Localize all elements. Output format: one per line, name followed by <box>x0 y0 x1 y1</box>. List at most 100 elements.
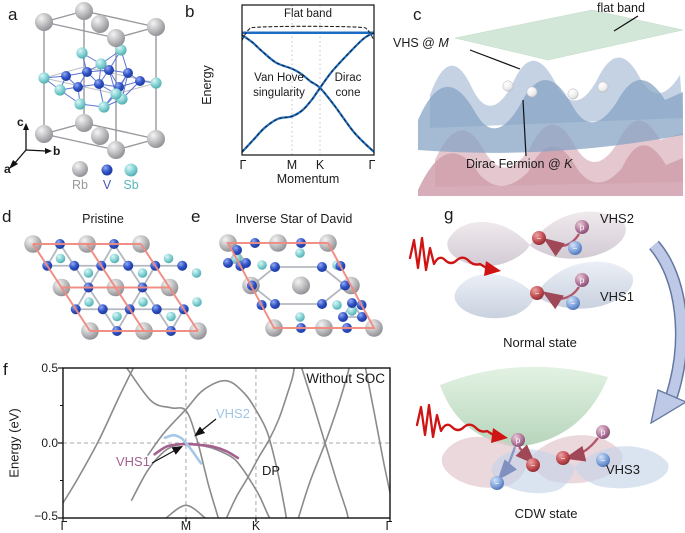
f-dp-label: DP <box>262 463 281 478</box>
sb-atom <box>150 77 162 89</box>
panel-label-f: f <box>3 360 8 379</box>
pristine-lattice-graphic <box>24 235 207 340</box>
legend-v-label: V <box>102 178 112 192</box>
g-vhs3-label: VHS3 <box>606 462 640 477</box>
series-band-7 <box>297 368 350 518</box>
vhs1-arrow <box>151 445 184 464</box>
series-band-6 <box>300 368 349 518</box>
v-atom <box>270 299 280 309</box>
dirac-point-sphere <box>526 86 538 98</box>
cdw-green-bowl <box>440 366 608 447</box>
b-xlabel: Momentum <box>276 172 340 186</box>
electron-label: − <box>573 244 578 253</box>
dirac-surface-front <box>418 145 683 196</box>
v-atom <box>338 312 348 322</box>
axis-c-label: c <box>17 115 24 129</box>
v-atom <box>317 299 327 309</box>
normal-cdw-schematic-graphic: p − − p − − p − − − p − <box>408 211 685 494</box>
f-vhs2-label: VHS2 <box>216 406 250 421</box>
legend-rb-label: Rb <box>72 178 88 192</box>
dirac-point-sphere <box>597 81 609 93</box>
sb-atom <box>192 297 202 307</box>
scatter-arrow-top <box>543 233 580 257</box>
v-atom <box>104 65 114 75</box>
c-vhs-label: VHS @ M <box>393 36 449 50</box>
sb-atom <box>76 47 88 59</box>
f-xtick-gamma2: Γ <box>385 519 393 533</box>
f-ytick-00: 0.0 <box>41 436 58 450</box>
panel-label-c: c <box>413 5 422 24</box>
v-atom <box>82 67 92 77</box>
rb-atom <box>91 15 109 33</box>
electron-label: − <box>531 461 536 470</box>
sb-atom <box>166 311 176 322</box>
rb-atom <box>75 114 93 132</box>
axis-b-label: b <box>53 144 61 158</box>
plot-frame <box>241 4 375 156</box>
saddle-vhs2-left <box>447 221 530 267</box>
v-atom <box>123 260 134 271</box>
rb-atom <box>91 127 109 145</box>
rb-atom <box>147 130 165 148</box>
b-xtick-k: K <box>315 158 325 172</box>
panel-label-e: e <box>191 207 201 226</box>
f-xtick-k: K <box>251 519 261 533</box>
photon-sphere <box>575 273 589 287</box>
axis-a-label: a <box>4 162 11 176</box>
band-structure-chart <box>58 367 391 522</box>
rb-atom <box>35 125 53 143</box>
dirac-point-sphere <box>567 88 579 100</box>
b-ylabel: Energy <box>200 65 214 105</box>
c-vhs-symbol: M <box>438 36 449 50</box>
scatter-arrow-bottom <box>542 286 580 310</box>
sb-atom <box>74 98 86 110</box>
electron-label: − <box>571 299 576 308</box>
cdw-scatter-arrow <box>564 437 599 462</box>
photon-sphere <box>511 433 525 447</box>
sb-atom <box>109 253 120 264</box>
electron-blue-sphere <box>596 453 610 467</box>
electron-blue-sphere <box>568 241 582 255</box>
v-atom <box>357 312 367 322</box>
c-dirac-prefix: Dirac Fermion @ <box>466 157 565 171</box>
dirac-point-sphere <box>502 80 514 92</box>
rb-atom <box>35 13 53 31</box>
sb-atom <box>138 297 148 307</box>
electron-label: − <box>537 234 542 243</box>
b-xtick-gamma2: Γ <box>368 158 376 172</box>
electron-red-sphere <box>532 231 546 245</box>
dirac-leader-line <box>522 99 527 157</box>
series-lower-band <box>242 31 374 154</box>
rb-atom <box>107 141 125 159</box>
schematic-bands-chart <box>241 4 375 156</box>
electron-red-sphere <box>556 451 570 465</box>
f-xtick-gamma1: Γ <box>60 519 68 533</box>
band-surfaces-3d-graphic <box>418 9 684 196</box>
sb-atom <box>112 311 122 322</box>
sb-atom <box>38 72 50 84</box>
c-flat-band-label: flat band <box>597 1 645 15</box>
sb-atom <box>257 260 267 270</box>
electron-blue-sphere <box>490 476 504 490</box>
saddle-vhs1-left <box>454 274 535 319</box>
v-atom <box>232 245 242 255</box>
v-atom <box>61 71 71 81</box>
photon-label: p <box>580 223 585 232</box>
v-atom <box>177 260 188 271</box>
v-atom <box>135 76 145 86</box>
panel-label-a: a <box>8 5 18 24</box>
panel-label-g: g <box>444 205 454 224</box>
vhs-annotation-line2: singularity <box>253 87 305 99</box>
sb-atom <box>110 88 122 100</box>
photon-label: p <box>601 428 606 437</box>
v-atom <box>223 258 233 268</box>
v-atom <box>317 262 327 272</box>
sb-atom <box>191 268 202 278</box>
cdw-state-title: CDW state <box>514 506 578 521</box>
flat-band-plane <box>454 9 684 61</box>
legend-sb-sphere <box>124 163 138 177</box>
without-soc-label: Without SOC <box>306 371 385 386</box>
series-band-2 <box>126 368 220 518</box>
electron-red-sphere <box>530 286 544 300</box>
f-ytick-neg05: −0.5 <box>34 509 58 523</box>
